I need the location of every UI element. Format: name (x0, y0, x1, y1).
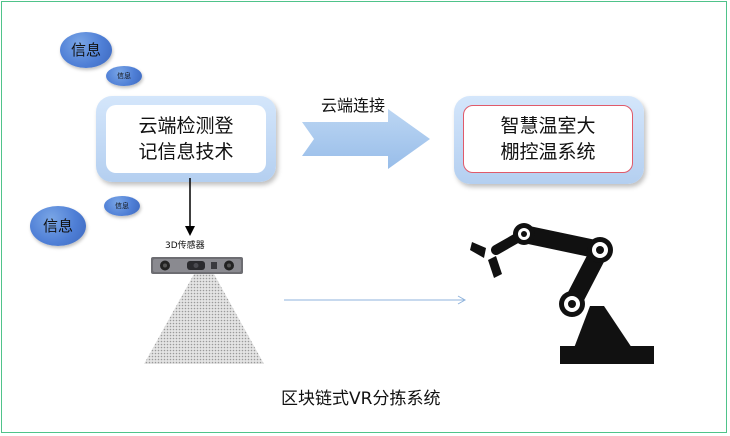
cloud-registration-text: 云端检测登 记信息技术 (106, 105, 266, 173)
info-bubble-bottom-large: 信息 (30, 206, 86, 246)
3d-sensor-icon (151, 257, 243, 274)
scan-beam (144, 274, 264, 364)
smart-greenhouse-box: 智慧温室大 棚控温系统 (454, 96, 644, 184)
cloud-connection-label: 云端连接 (321, 96, 386, 115)
cloud-registration-box: 云端检测登 记信息技术 (96, 96, 276, 182)
sensor-to-robot-arrow (284, 295, 467, 305)
system-title: 区块链式VR分拣系统 (281, 389, 441, 409)
robot-arm-icon (470, 223, 654, 364)
smart-greenhouse-text: 智慧温室大 棚控温系统 (463, 105, 633, 173)
info-bubble-bottom-small: 信息 (104, 196, 140, 216)
info-bubble-top-large: 信息 (60, 32, 112, 68)
cloud-connection-arrow (302, 109, 430, 169)
info-bubble-top-small: 信息 (106, 66, 142, 86)
sensor-label: 3D传感器 (165, 241, 205, 251)
down-arrow (185, 178, 195, 236)
